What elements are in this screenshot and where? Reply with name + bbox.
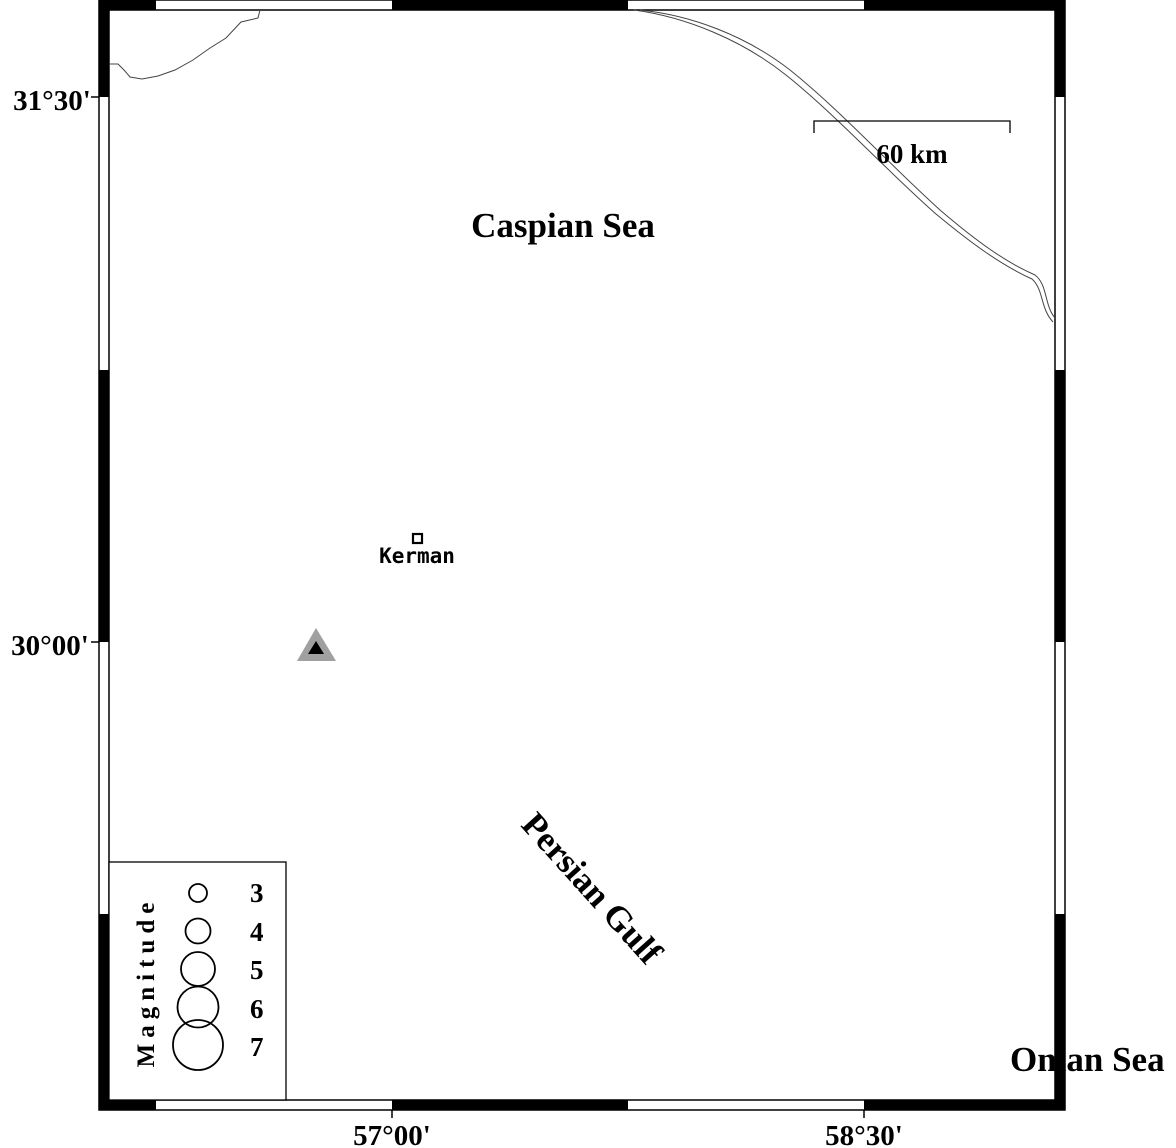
legend-circle-magnitude-6 bbox=[176, 985, 220, 1029]
city-kerman: Kerman bbox=[379, 532, 455, 568]
frame-corner bbox=[1055, 0, 1065, 10]
frame-segment-bottom bbox=[864, 1100, 1055, 1110]
caspian-sea-label: Caspian Sea bbox=[471, 206, 655, 245]
lat-label-30-00: 30°00' bbox=[11, 630, 89, 662]
frame-segment-left bbox=[99, 914, 109, 1100]
legend-circle-magnitude-7 bbox=[172, 1019, 224, 1071]
seismic-station bbox=[297, 628, 336, 661]
coastline-northeast-inner bbox=[633, 9, 1054, 323]
coastline-northwest bbox=[109, 9, 261, 80]
legend-value-3: 3 bbox=[250, 878, 264, 908]
coastlines bbox=[109, 9, 1056, 323]
frame-segment-left bbox=[99, 370, 109, 642]
frame-segment-right bbox=[1055, 914, 1065, 1100]
triangle-station-icon bbox=[308, 641, 324, 654]
legend-value-6: 6 bbox=[250, 994, 264, 1024]
scale-bar-line bbox=[813, 120, 1011, 133]
scale-bar-label: 60 km bbox=[876, 139, 948, 169]
lon-label-57-00: 57°00' bbox=[353, 1120, 431, 1148]
lon-label-58-30: 58°30' bbox=[825, 1120, 903, 1148]
legend-value-5: 5 bbox=[250, 955, 264, 985]
oman-sea-label: Oman Sea bbox=[1010, 1040, 1165, 1079]
frame-corner bbox=[99, 0, 109, 10]
persian-gulf-label: Persian Gulf bbox=[514, 805, 670, 972]
frame-segment-bottom bbox=[392, 1100, 628, 1110]
frame-segment-right bbox=[1055, 10, 1065, 97]
frame-segment-top bbox=[392, 0, 628, 10]
coastline-northeast bbox=[639, 9, 1056, 319]
magnitude-legend: Magnitude 3 4 5 6 7 bbox=[108, 861, 287, 1101]
legend-circle-magnitude-4 bbox=[184, 917, 212, 945]
legend-title: Magnitude bbox=[133, 897, 160, 1068]
city-label-kerman: Kerman bbox=[379, 544, 455, 568]
frame-corner bbox=[99, 1100, 109, 1110]
frame-segment-top bbox=[109, 0, 156, 10]
frame-segment-bottom bbox=[109, 1100, 156, 1110]
square-marker-icon bbox=[411, 532, 424, 545]
frame-segment-right bbox=[1055, 370, 1065, 642]
legend-value-4: 4 bbox=[250, 917, 264, 947]
map-frame bbox=[91, 0, 1066, 1118]
frame-segment-top bbox=[864, 0, 1055, 10]
frame-corner bbox=[1055, 1100, 1065, 1110]
frame-segment-left bbox=[99, 10, 109, 97]
legend-circle-magnitude-3 bbox=[188, 883, 208, 903]
scale-bar: 60 km bbox=[813, 120, 1011, 169]
lat-label-31-30: 31°30' bbox=[13, 85, 91, 117]
legend-value-7: 7 bbox=[250, 1032, 264, 1062]
